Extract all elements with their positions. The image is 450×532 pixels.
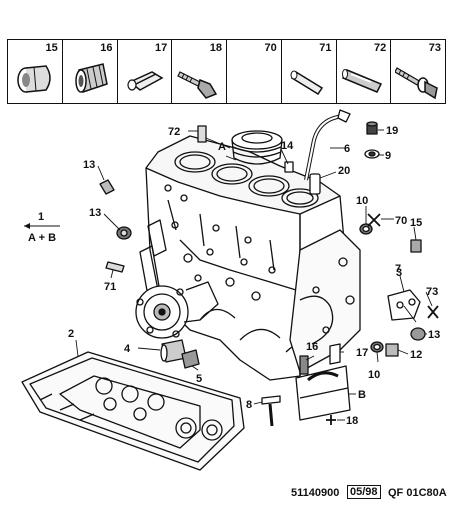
core-plug-right xyxy=(410,327,426,341)
leader-lines xyxy=(75,129,433,421)
grooved-pin xyxy=(197,125,207,143)
piston xyxy=(231,130,283,165)
callout-16: 16 xyxy=(306,341,318,353)
callout-19: 19 xyxy=(386,125,398,137)
legend-cell-17: 17 xyxy=(118,40,173,103)
callout-17: 17 xyxy=(356,347,368,359)
legend-number: 17 xyxy=(155,42,168,54)
callout-a: A xyxy=(218,141,226,153)
callout-7: 7 xyxy=(395,263,401,275)
dowel xyxy=(284,161,294,173)
legend-number: 16 xyxy=(100,42,113,54)
drain-plug xyxy=(385,343,399,357)
callout-ab: A + B xyxy=(28,232,56,244)
callout-3: 3 xyxy=(396,267,402,279)
footer-date: 05/98 xyxy=(347,485,381,499)
rear-face-plate xyxy=(289,229,361,373)
dipstick-tube xyxy=(304,109,351,181)
legend-cell-18: 18 xyxy=(172,40,227,103)
legend-number: 72 xyxy=(374,42,387,54)
callout-13c: 13 xyxy=(428,329,440,341)
flanged-bolt-icon xyxy=(395,67,439,100)
callout-72: 72 xyxy=(168,126,180,138)
callout-70: 70 xyxy=(395,215,407,227)
callout-15: 15 xyxy=(410,217,422,229)
split-sleeve-icon xyxy=(126,71,164,91)
callout-18: 18 xyxy=(346,415,358,427)
bracket xyxy=(387,289,421,321)
callout-4: 4 xyxy=(124,343,131,355)
callout-2: 2 xyxy=(68,328,74,340)
callout-13b: 13 xyxy=(89,207,101,219)
bolt-icon xyxy=(177,71,218,99)
legend-number: 73 xyxy=(428,42,441,54)
callout-6: 6 xyxy=(344,143,350,155)
legend-number: 15 xyxy=(45,42,58,54)
cap-bolt xyxy=(261,395,281,427)
callout-8: 8 xyxy=(246,399,252,411)
legend-cell-15: 15 xyxy=(8,40,63,103)
legend-number: 18 xyxy=(209,42,222,54)
guide-sleeve xyxy=(309,173,321,195)
legend-number: 71 xyxy=(319,42,332,54)
split-bushing-icon xyxy=(17,65,51,93)
grooved-pin-icon xyxy=(341,69,382,93)
dowel-pin xyxy=(105,261,125,273)
dowel-pin-icon xyxy=(290,70,323,96)
legend-cell-73: 73 xyxy=(391,40,445,103)
callout-14: 14 xyxy=(281,140,294,152)
main-bearing-cap xyxy=(295,343,351,421)
parts-legend: 15 16 17 18 xyxy=(7,39,446,104)
callout-10a: 10 xyxy=(356,195,368,207)
legend-cell-72: 72 xyxy=(337,40,392,103)
oil-filter-housing xyxy=(135,281,219,339)
legend-cell-70: 70 xyxy=(227,40,282,103)
callout-73: 73 xyxy=(426,286,438,298)
legend-cell-16: 16 xyxy=(63,40,118,103)
bushing xyxy=(410,239,422,253)
callout-1: 1 xyxy=(38,211,44,223)
callout-20: 20 xyxy=(338,165,350,177)
callout-b: B xyxy=(358,389,366,401)
footer-code: QF 01C80A xyxy=(388,487,447,499)
gasket-set xyxy=(21,351,245,471)
callout-13a: 13 xyxy=(83,159,95,171)
callout-71: 71 xyxy=(104,281,116,293)
legend-number: 70 xyxy=(264,42,277,54)
callout-5: 5 xyxy=(196,373,202,385)
legend-cell-71: 71 xyxy=(282,40,337,103)
core-plug xyxy=(99,179,115,195)
callout-10b: 10 xyxy=(368,369,380,381)
callout-9: 9 xyxy=(385,150,391,162)
bushing-5 xyxy=(181,349,200,369)
footer-reference: 51140900 xyxy=(291,487,340,499)
callout-labels: 1 A + B 2 3 4 5 6 7 8 9 10 10 12 13 13 1… xyxy=(24,125,440,427)
knurled-bushing-icon xyxy=(75,63,108,93)
callout-12: 12 xyxy=(410,349,422,361)
